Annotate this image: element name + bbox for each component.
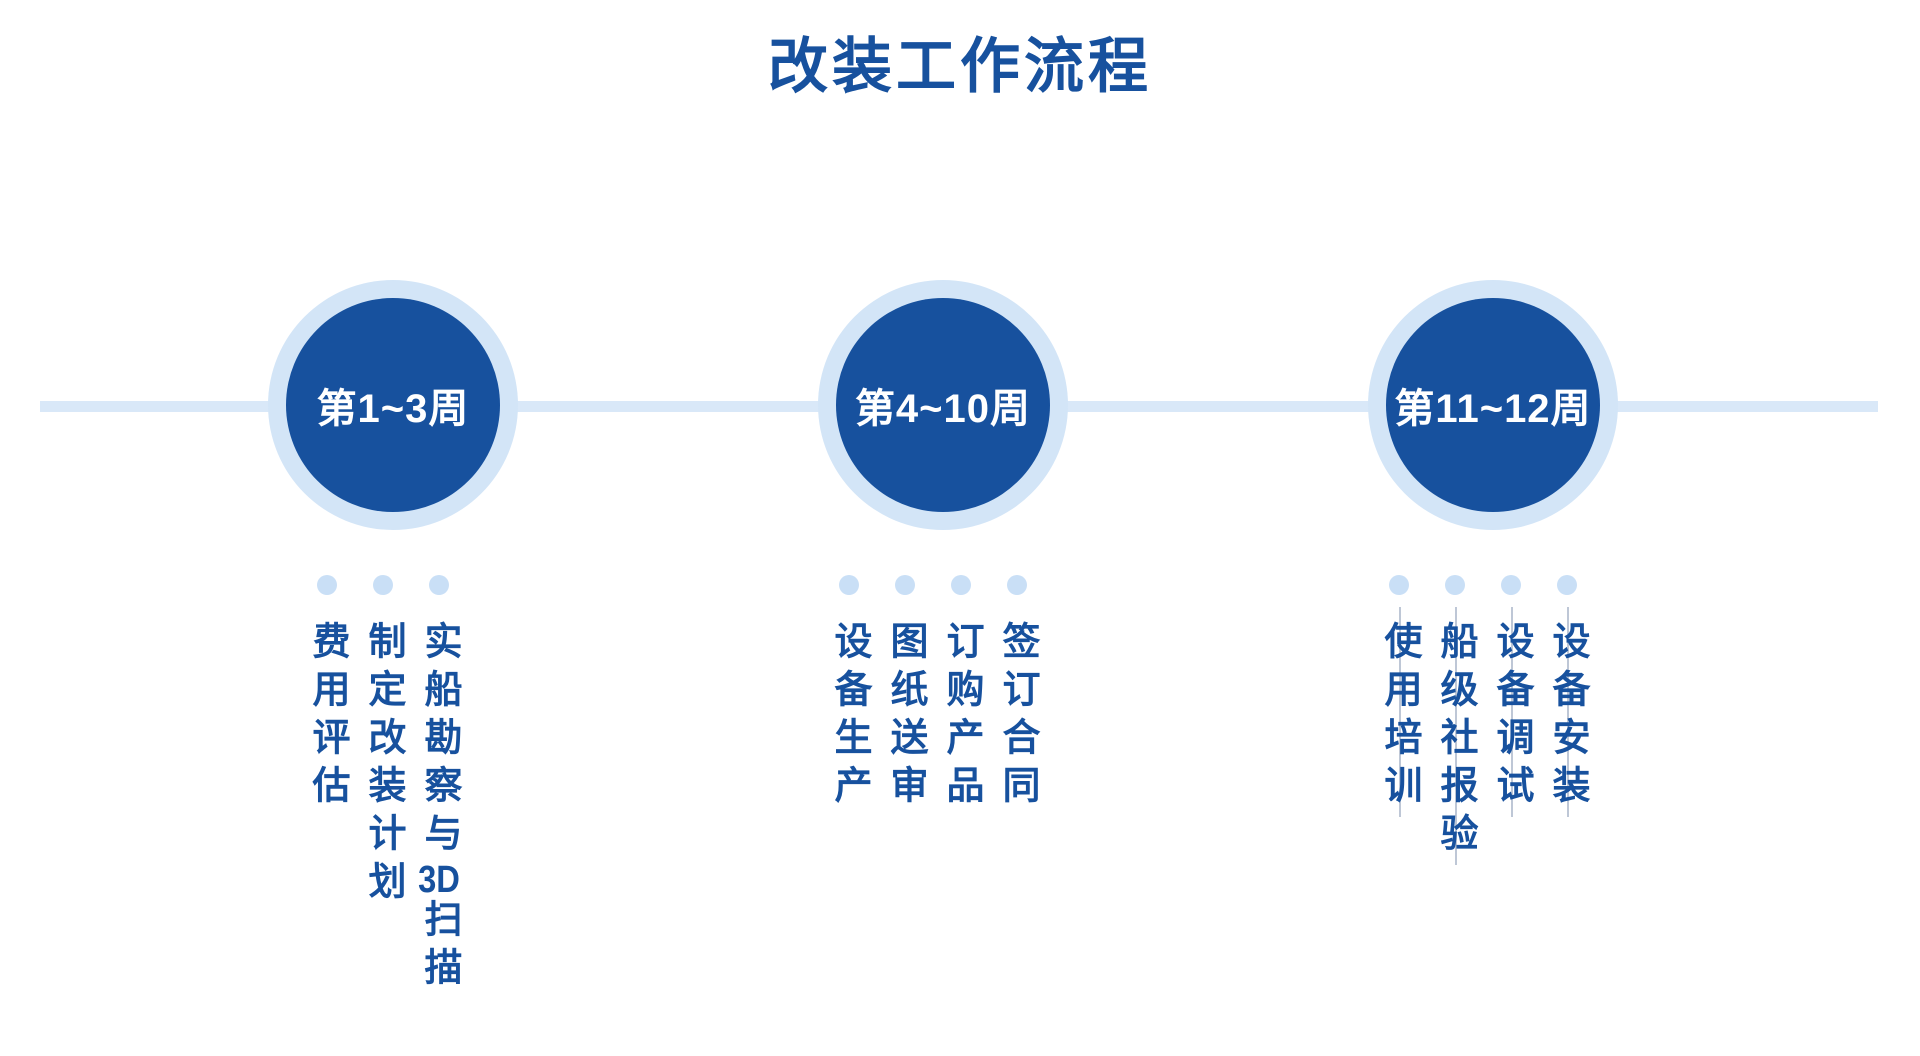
step-dot-icon xyxy=(951,575,971,595)
stage-circle-ring: 第11~12周 xyxy=(1368,280,1618,530)
step-label: 设备生产 xyxy=(828,621,870,813)
stage-steps: 实船勘察与3D扫描制定改装计划费用评估 xyxy=(258,575,508,995)
step-label-wrap: 制定改装计划 xyxy=(362,621,404,909)
step-label: 制定改装计划 xyxy=(362,621,404,909)
step-dot-icon xyxy=(1007,575,1027,595)
workflow-step: 设备调试 xyxy=(1483,575,1539,861)
stage-steps: 设备安装设备调试船级社报验使用培训 xyxy=(1358,575,1608,865)
workflow-step: 签订合同 xyxy=(989,575,1045,813)
step-dot-icon xyxy=(1557,575,1577,595)
step-label: 费用评估 xyxy=(306,621,348,813)
step-label-wrap: 使用培训 xyxy=(1378,607,1420,817)
workflow-step: 费用评估 xyxy=(299,575,355,995)
step-label-wrap: 设备调试 xyxy=(1490,607,1532,817)
step-label-wrap: 费用评估 xyxy=(306,621,348,813)
workflow-step: 使用培训 xyxy=(1371,575,1427,861)
step-dot-icon xyxy=(429,575,449,595)
step-label-wrap: 设备生产 xyxy=(828,621,870,813)
stage-circle-ring: 第4~10周 xyxy=(818,280,1068,530)
step-dot-icon xyxy=(839,575,859,595)
step-dot-icon xyxy=(373,575,393,595)
step-dot-icon xyxy=(1445,575,1465,595)
stage-week-label: 第1~3周 xyxy=(316,387,470,431)
workflow-step: 图纸送审 xyxy=(877,575,933,813)
step-label: 使用培训 xyxy=(1378,621,1420,813)
step-label-wrap: 订购产品 xyxy=(940,621,982,813)
workflow-step: 设备安装 xyxy=(1539,575,1595,861)
stage-circle-ring: 第1~3周 xyxy=(268,280,518,530)
stage-steps: 签订合同订购产品图纸送审设备生产 xyxy=(808,575,1058,813)
step-dot-icon xyxy=(1389,575,1409,595)
stage-1: 第1~3周实船勘察与3D扫描制定改装计划费用评估 xyxy=(268,280,518,995)
step-dot-icon xyxy=(895,575,915,595)
step-dot-icon xyxy=(1501,575,1521,595)
step-label-wrap: 船级社报验 xyxy=(1434,607,1476,865)
stage-circle: 第1~3周 xyxy=(286,298,500,512)
step-label: 船级社报验 xyxy=(1434,621,1476,861)
stage-week-label: 第4~10周 xyxy=(854,387,1032,431)
stage-week-label: 第11~12周 xyxy=(1394,387,1592,431)
step-label-wrap: 图纸送审 xyxy=(884,621,926,813)
workflow-step: 设备生产 xyxy=(821,575,877,813)
step-label: 图纸送审 xyxy=(884,621,926,813)
workflow-step: 制定改装计划 xyxy=(355,575,411,995)
stage-circle: 第11~12周 xyxy=(1386,298,1600,512)
step-label: 订购产品 xyxy=(940,621,982,813)
workflow-step: 船级社报验 xyxy=(1427,575,1483,865)
workflow-step: 订购产品 xyxy=(933,575,989,813)
stage-circle: 第4~10周 xyxy=(836,298,1050,512)
step-label: 实船勘察与3D扫描 xyxy=(418,621,460,995)
workflow-step: 实船勘察与3D扫描 xyxy=(411,575,467,995)
page-title: 改装工作流程 xyxy=(768,33,1152,100)
stage-3: 第11~12周设备安装设备调试船级社报验使用培训 xyxy=(1368,280,1618,865)
step-label: 设备调试 xyxy=(1490,621,1532,813)
step-label-wrap: 设备安装 xyxy=(1546,607,1588,817)
step-dot-icon xyxy=(317,575,337,595)
inline-latin-run: 3D xyxy=(418,861,460,899)
step-label: 设备安装 xyxy=(1546,621,1588,813)
step-label: 签订合同 xyxy=(996,621,1038,813)
step-label-wrap: 签订合同 xyxy=(996,621,1038,813)
step-label-wrap: 实船勘察与3D扫描 xyxy=(418,621,460,995)
stage-2: 第4~10周签订合同订购产品图纸送审设备生产 xyxy=(818,280,1068,813)
